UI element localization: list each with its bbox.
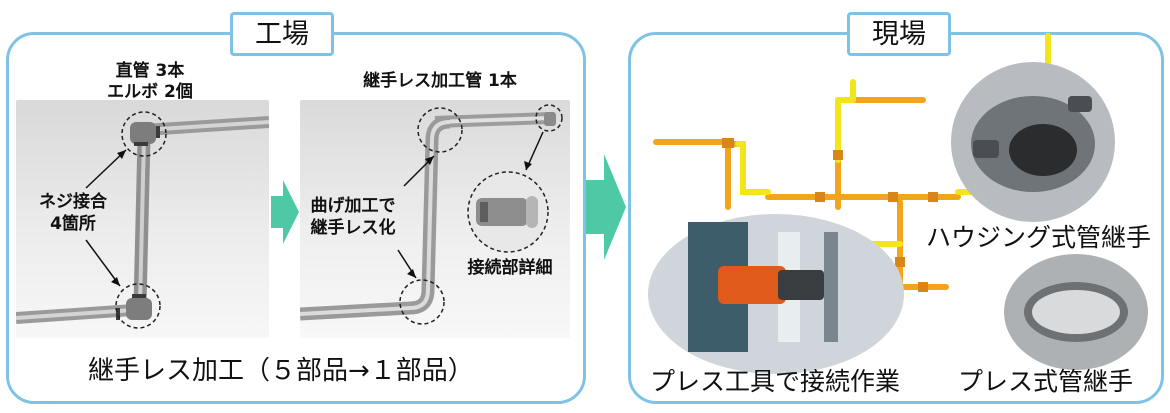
joint-label-line1: ネジ接合 — [39, 192, 107, 212]
bend-label-line1: 曲げ加工で — [310, 196, 396, 216]
process-arrow-icon — [271, 180, 299, 244]
before-label-line2: エルボ 2個 — [107, 82, 193, 102]
site-title: 現場 — [847, 12, 951, 56]
after-label: 継手レス加工管 1本 — [363, 71, 517, 91]
threaded-pipe-photo: ネジ接合 4箇所 — [16, 100, 269, 338]
joint-label-line2: 4箇所 — [50, 214, 96, 234]
factory-caption: 継手レス加工（５部品→１部品） — [88, 356, 474, 386]
bent-pipe-photo: 曲げ加工で 継手レス化 接続部詳細 — [300, 100, 570, 338]
piping-diagram — [648, 33, 1148, 374]
factory-title: 工場 — [230, 12, 334, 56]
detail-label: 接続部詳細 — [467, 258, 553, 278]
factory-to-site-arrow-icon — [586, 154, 626, 260]
housing-joint-label: ハウジング式管継手 — [926, 223, 1152, 252]
press-joint-label: プレス式管継手 — [958, 367, 1134, 396]
before-label-line1: 直管 3本 — [115, 61, 185, 81]
bend-label-line2: 継手レス化 — [310, 218, 396, 238]
press-tool-label: プレス工具で接続作業 — [650, 367, 901, 396]
